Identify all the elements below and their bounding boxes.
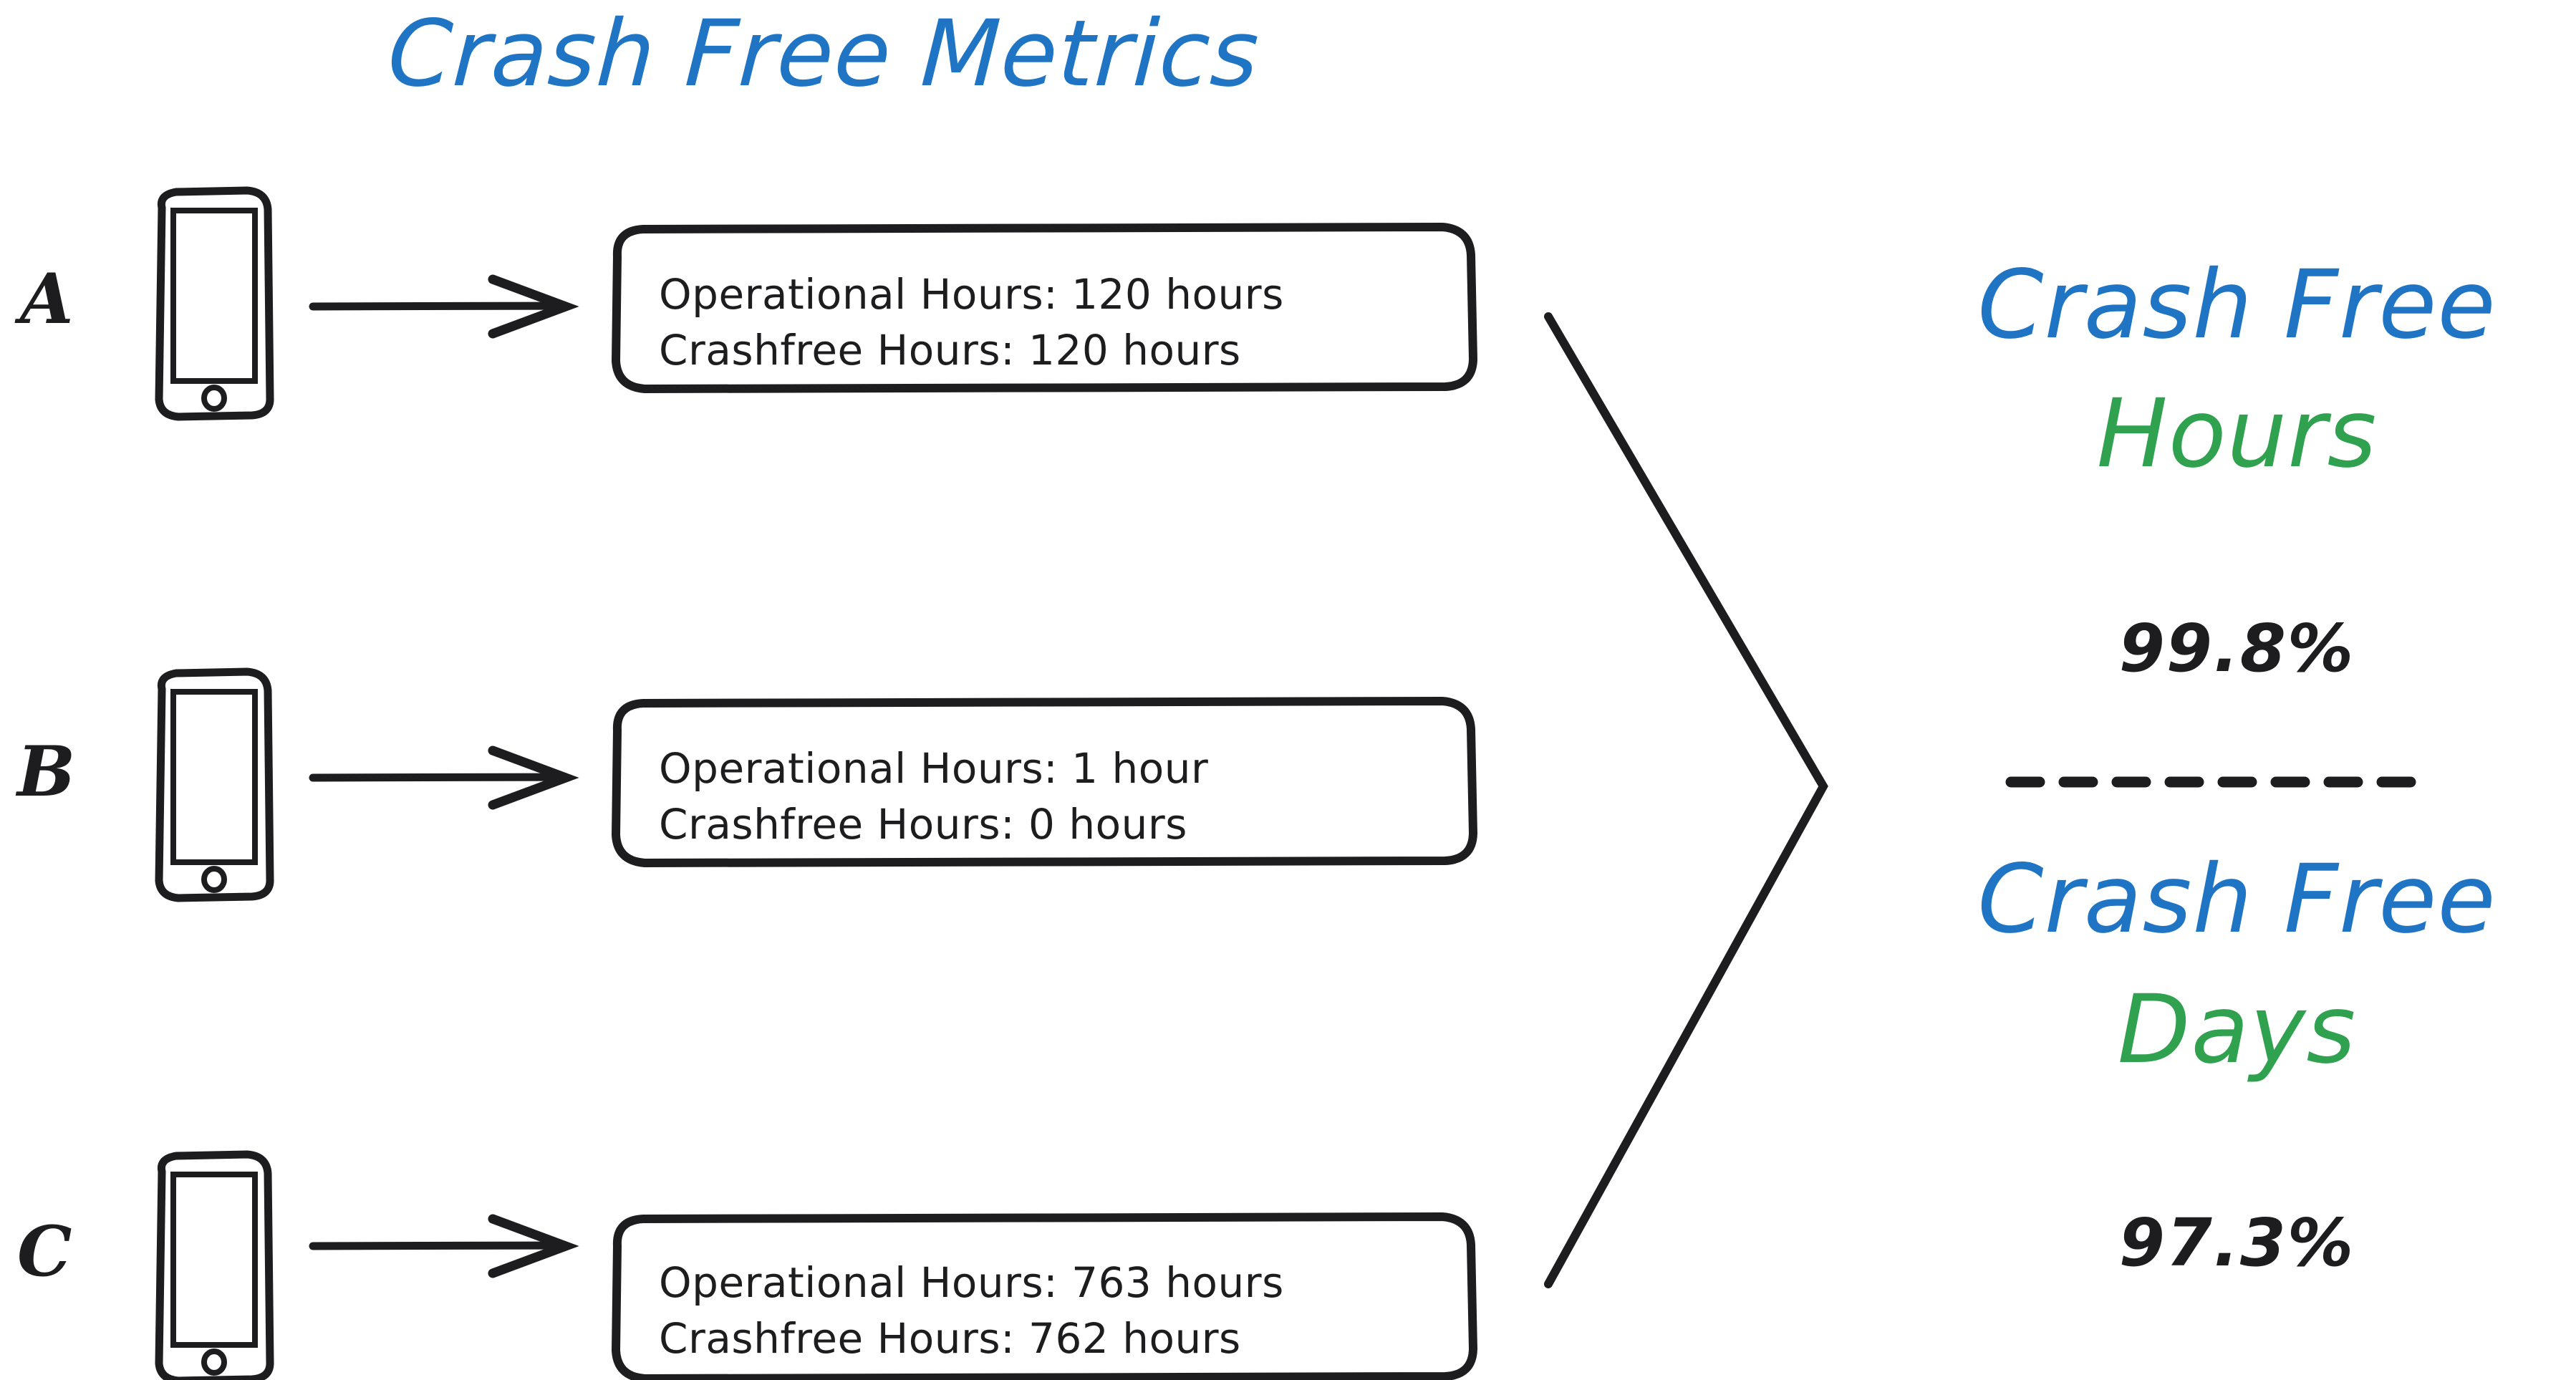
result-subtitle-hours: Hours [2096, 379, 2378, 489]
mobile-phone-icon-c [155, 1150, 274, 1380]
result-title-days: Crash Free [1977, 844, 2497, 955]
metric-crashfree-hours-c: Crashfree Hours: 762 hours [659, 1314, 1241, 1363]
device-label-b: B [17, 731, 76, 812]
arrow-right-icon-a [309, 274, 579, 339]
page-title: Crash Free Metrics [385, 1, 1262, 107]
mobile-phone-icon-a [155, 186, 274, 421]
result-value-hours: 99.8% [2118, 610, 2355, 687]
metric-box-a [612, 223, 1477, 393]
metric-operational-hours-c: Operational Hours: 763 hours [659, 1258, 1284, 1307]
metric-crashfree-hours-a: Crashfree Hours: 120 hours [659, 326, 1241, 375]
result-title-hours: Crash Free [1977, 250, 2497, 360]
arrow-right-icon-b [309, 746, 579, 810]
result-value-days: 97.3% [2118, 1205, 2355, 1281]
metric-crashfree-hours-b: Crashfree Hours: 0 hours [659, 800, 1187, 849]
device-label-a: A [20, 259, 74, 339]
metric-operational-hours-b: Operational Hours: 1 hour [659, 744, 1209, 793]
chevron-right-bracket [1544, 312, 1828, 1288]
mobile-phone-icon-b [155, 667, 274, 902]
metric-box-c [612, 1212, 1477, 1380]
result-subtitle-days: Days [2117, 975, 2357, 1085]
metric-box-b [612, 697, 1477, 867]
metric-operational-hours-a: Operational Hours: 120 hours [659, 270, 1284, 319]
device-label-c: C [17, 1211, 72, 1292]
arrow-right-icon-c [309, 1214, 579, 1278]
